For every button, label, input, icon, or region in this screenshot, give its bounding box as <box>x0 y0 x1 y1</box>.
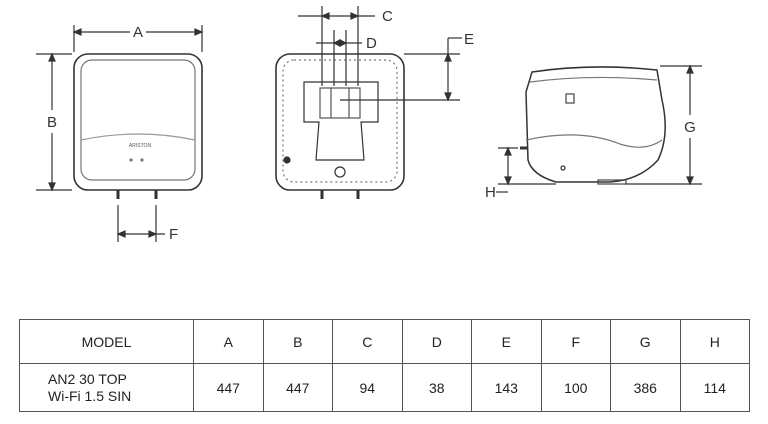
model-name-line1: AN2 30 TOP <box>48 370 127 387</box>
value-e: 143 <box>471 363 542 412</box>
header-e: E <box>471 319 542 364</box>
dimension-d <box>316 30 362 86</box>
header-g: G <box>610 319 681 364</box>
dimension-b <box>36 52 72 192</box>
model-name-line2: Wi-Fi 1.5 SIN <box>48 387 132 404</box>
value-f: 100 <box>540 363 611 412</box>
front-view <box>73 53 203 199</box>
value-d: 38 <box>401 363 472 412</box>
header-a: A <box>193 319 264 364</box>
header-b: B <box>262 319 333 364</box>
table-row: AN2 30 TOP Wi-Fi 1.5 SIN 447 447 94 38 1… <box>19 363 750 412</box>
label-a: A <box>133 24 143 41</box>
dimensions-table: MODEL A B C D E F G H AN2 30 TOP Wi-Fi 1… <box>19 319 750 412</box>
value-a: 447 <box>193 363 264 412</box>
label-d: D <box>366 35 377 52</box>
brand-mark: ARISTON <box>129 143 152 149</box>
value-g: 386 <box>610 363 681 412</box>
rear-view <box>275 53 405 199</box>
side-view <box>520 66 666 185</box>
header-f: F <box>540 319 611 364</box>
technical-drawing: ARISTON A B C D E F G H <box>36 6 702 243</box>
header-c: C <box>332 319 403 364</box>
label-c: C <box>382 8 393 25</box>
value-h: 114 <box>679 363 750 412</box>
header-model: MODEL <box>19 319 194 364</box>
label-g: G <box>684 119 696 136</box>
header-d: D <box>401 319 472 364</box>
header-h: H <box>679 319 750 364</box>
dimension-h <box>496 146 556 193</box>
label-f: F <box>169 226 178 243</box>
value-b: 447 <box>262 363 333 412</box>
label-h: H <box>485 184 496 201</box>
dimension-e <box>340 37 462 102</box>
table-header-row: MODEL A B C D E F G H <box>19 319 750 364</box>
dimension-a <box>72 25 204 52</box>
dimension-f <box>116 205 165 242</box>
model-cell: AN2 30 TOP Wi-Fi 1.5 SIN <box>19 363 194 412</box>
dimension-g <box>626 64 702 186</box>
value-c: 94 <box>332 363 403 412</box>
label-b: B <box>47 114 57 131</box>
label-e: E <box>464 31 474 48</box>
dimension-c <box>298 6 375 86</box>
